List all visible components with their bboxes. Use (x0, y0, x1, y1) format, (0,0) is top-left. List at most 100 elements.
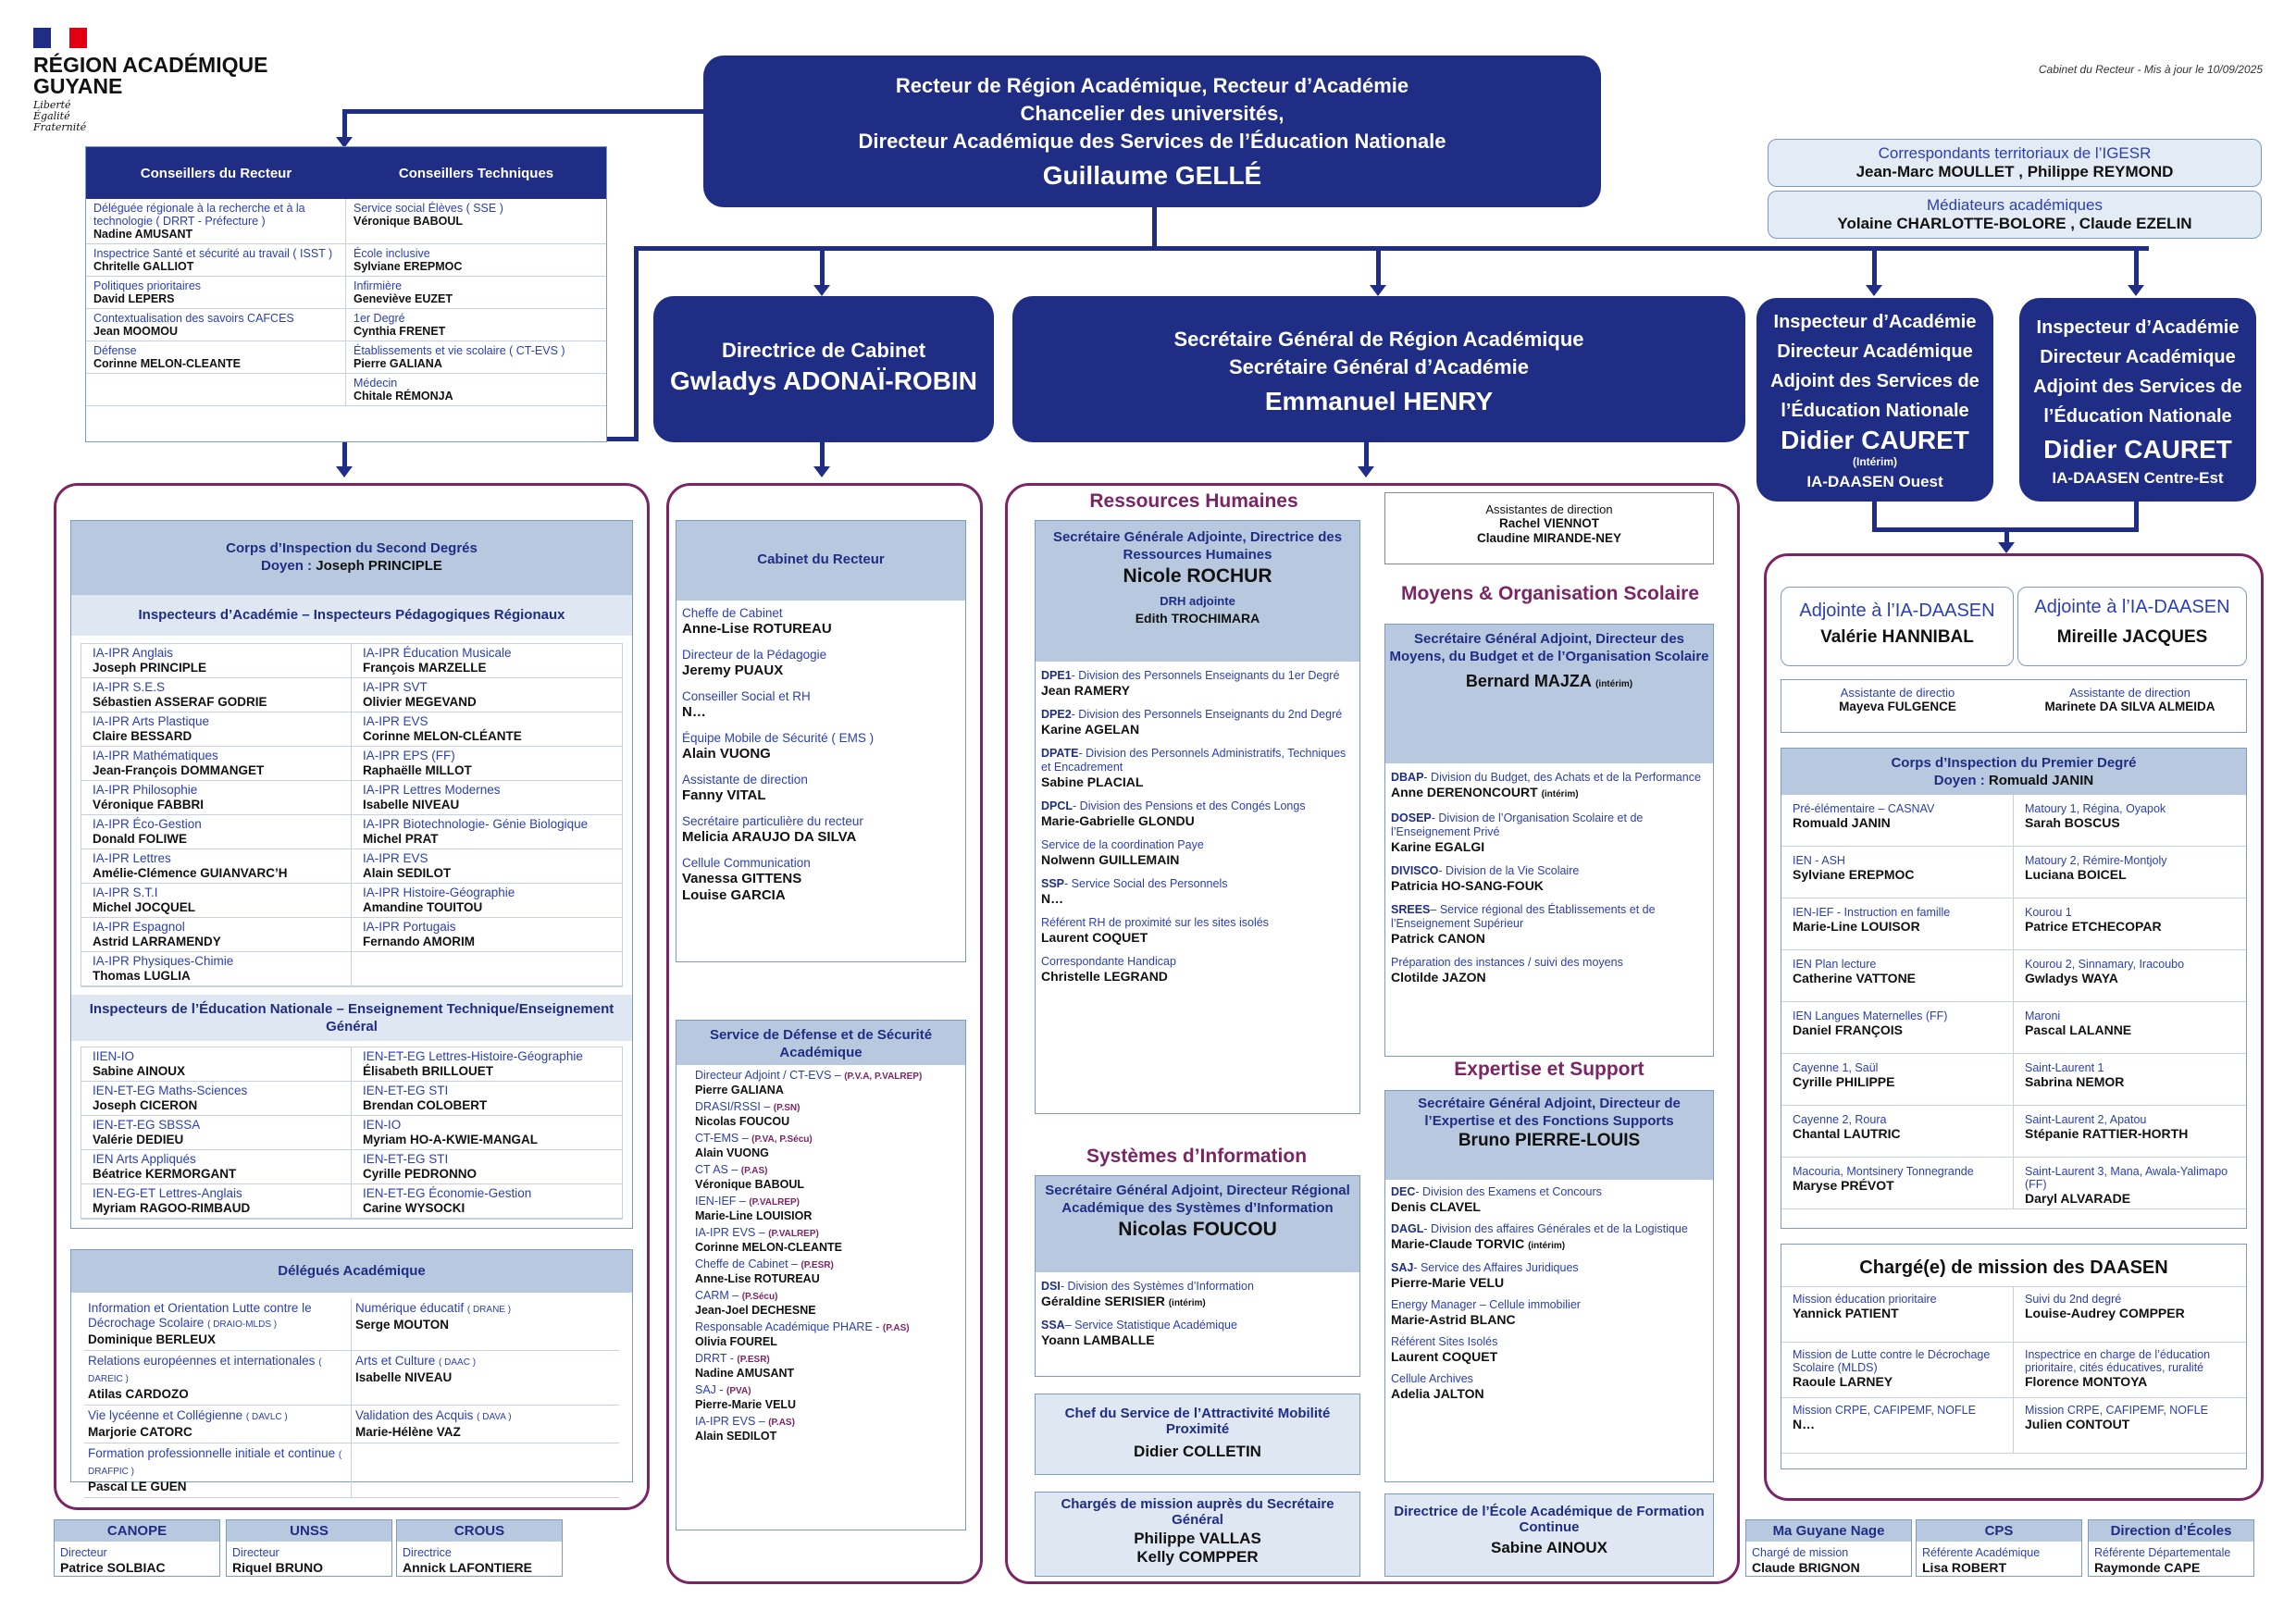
conseiller-cell: Déléguée régionale à la recherche et à l… (86, 199, 346, 244)
person-name: Corinne MELON-CLÉANTE (363, 729, 522, 743)
conseiller-role: Service social Élèves ( SSE ) (354, 202, 503, 215)
delegue-role: Arts et Culture ( DAAC ) (355, 1354, 615, 1370)
person-name: Sabine AINOUX (93, 1064, 186, 1078)
ia1-title-3: Adjoint des Services de (1770, 371, 1980, 391)
corps1-name: Luciana BOICEL (2025, 867, 2127, 882)
corps2-doyen: Joseph PRINCIPLE (316, 558, 442, 574)
panel-sg (1005, 483, 1740, 1584)
defense-role: Cheffe de Cabinet – (P.ESR) (695, 1258, 947, 1272)
cabinet-entry: Équipe Mobile de Sécurité ( EMS )Alain V… (682, 731, 960, 762)
role-label: IA-IPR EVS (363, 851, 428, 865)
division-person: Géraldine SERISIER (1041, 1294, 1165, 1308)
delegue-acronym: ( DRAIO-MLDS ) (207, 1319, 278, 1330)
role-label: IA-IPR SVT (363, 680, 428, 694)
footer-title: CPS (1917, 1520, 2081, 1542)
division-name: N… (1041, 891, 1354, 907)
conseiller-role: Infirmière (354, 279, 403, 292)
delegue-acronym: ( DAVLC ) (245, 1412, 288, 1422)
person-name: Brendan COLOBERT (363, 1098, 488, 1112)
arrow-icon (1370, 285, 1386, 296)
division-label: Référent RH de proximité sur les sites i… (1041, 916, 1269, 929)
ia-daasen-centre-est-box: Inspecteur d’Académie Directeur Académiq… (2019, 298, 2256, 502)
mos-name: Bernard MAJZA (1465, 672, 1592, 690)
logo-line1: RÉGION ACADÉMIQUE (33, 53, 268, 77)
defense-name: Alain VUONG (695, 1146, 769, 1159)
role-label: IEN-IO (363, 1118, 402, 1132)
person-name: Amélie-Clémence GUIANVARC’H (93, 866, 288, 880)
cabinet-name: Vanessa GITTENS (682, 871, 802, 886)
arrow-icon (2128, 285, 2144, 296)
division-label: Correspondante Handicap (1041, 955, 1176, 968)
division-name: Géraldine SERISIER (intérim) (1041, 1294, 1354, 1311)
division-role: DIVISCO- Division de la Vie Scolaire (1391, 864, 1707, 878)
cabinet-role: Conseiller Social et RH (682, 689, 811, 703)
role-label: IA-IPR Histoire-Géographie (363, 886, 515, 899)
es-title: Secrétaire Général Adjoint, Directeur de… (1418, 1096, 1681, 1129)
defense-tag: (P.AS) (882, 1323, 910, 1333)
defense-role: CT-EMS – (P.VA, P.Sécu) (695, 1132, 947, 1146)
defense-name: Jean-Joel DECHESNE (695, 1304, 816, 1317)
role-label: IA-IPR Anglais (93, 646, 174, 660)
division-code: DPE2 (1041, 708, 1072, 721)
division-label: - Division des Pensions et des Congés Lo… (1073, 799, 1306, 812)
division-name: Clotilde JAZON (1391, 970, 1707, 985)
division-label: - Service Social des Personnels (1064, 877, 1228, 890)
cabinet-role: Équipe Mobile de Sécurité ( EMS ) (682, 731, 875, 745)
conseiller-role: Contextualisation des savoirs CAFCES (93, 312, 294, 325)
division-code: SSP (1041, 877, 1065, 890)
ia1-note: (Intérim) (1853, 455, 1897, 468)
conseiller-role: École inclusive (354, 247, 430, 260)
defense-entry: CARM – (P.Sécu)Jean-Joel DECHESNE (695, 1289, 947, 1317)
role-label: IA-IPR Éducation Musicale (363, 646, 512, 660)
ien-header: Inspecteurs de l’Éducation Nationale – E… (71, 995, 632, 1041)
ass-daasen-label-2: Assistante de direction (2069, 686, 2191, 700)
defense-tag: (P.AS) (768, 1418, 795, 1428)
defense-role-text: CT AS – (695, 1163, 741, 1176)
division-label: Cellule Archives (1391, 1372, 1473, 1385)
person-name: Astrid LARRAMENDY (93, 935, 221, 948)
division-label: Référent Sites Isolés (1391, 1335, 1498, 1348)
corps1-doyen: Romuald JANIN (1988, 773, 2094, 788)
cabinet-role: Secrétaire particulière du recteur (682, 814, 863, 828)
defense-name: Nadine AMUSANT (695, 1367, 795, 1380)
footer-role: Directeur (60, 1546, 107, 1559)
division-person: Sabine PLACIAL (1041, 774, 1144, 789)
logo-line2: GUYANE (33, 74, 123, 98)
corps1-role: IEN - ASH (1793, 854, 1845, 867)
ia2-title-3: Adjoint des Services de (2033, 377, 2242, 397)
person-name: Jean-François DOMMANGET (93, 763, 265, 777)
footer-role: Directrice (403, 1546, 452, 1559)
footer-title: Direction d’Écoles (2089, 1520, 2253, 1542)
corps1-role: Macouria, Montsinery Tonnegrande (1793, 1165, 1974, 1178)
ia2-sub: IA-DAASEN Centre-Est (2052, 469, 2224, 487)
delegue-role-text: Numérique éducatif (355, 1301, 465, 1315)
division-person: Karine EGALGI (1391, 839, 1485, 854)
division-person: Jean RAMERY (1041, 683, 1130, 698)
cm-role: Suivi du 2nd degré (2025, 1293, 2122, 1306)
person-name: Joseph CICERON (93, 1098, 198, 1112)
cm-title: Chargé(e) de mission des DAASEN (1781, 1245, 2246, 1287)
division-name: Marie-Astrid BLANC (1391, 1312, 1707, 1328)
delegue-name: Isabelle NIVEAU (355, 1370, 453, 1384)
delegue-name: Marjorie CATORC (88, 1425, 192, 1439)
division-person: Pierre-Marie VELU (1391, 1275, 1505, 1290)
cm-cell: Mission de Lutte contre le Décrochage Sc… (1781, 1343, 2014, 1398)
defense-role: DRASI/RSSI – (P.SN) (695, 1100, 947, 1115)
conseiller-role: Politiques prioritaires (93, 279, 202, 292)
connector (634, 246, 639, 440)
division-person: Laurent COQUET (1041, 930, 1148, 945)
